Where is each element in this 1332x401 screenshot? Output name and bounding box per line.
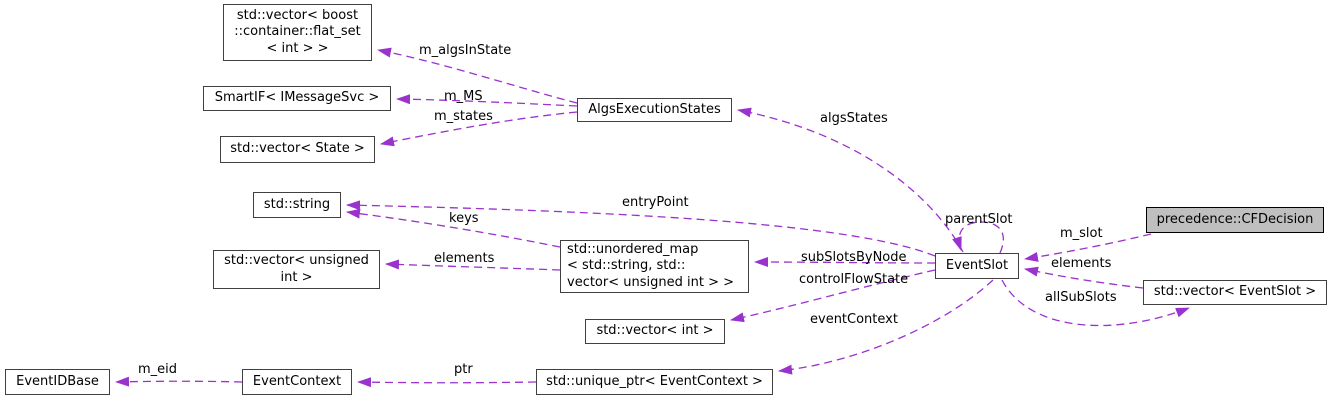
edge-eventcontext xyxy=(778,279,994,375)
edge-label-allsubslots: allSubSlots xyxy=(1045,290,1117,305)
edge-elements-vec xyxy=(1024,266,1144,289)
edge-label-ptr: ptr xyxy=(454,362,473,377)
edge-m-slot xyxy=(1024,233,1152,262)
node-std-vector-boost-flat-set[interactable]: std::vector< boost ::container::flat_set… xyxy=(223,4,372,61)
edge-label-controlflowstate: controlFlowState xyxy=(799,272,909,287)
edge-label-eventcontext: eventContext xyxy=(810,312,898,327)
edge-parentslot-self-loop xyxy=(952,221,1005,254)
edge-label-parentslot: parentSlot xyxy=(945,212,1013,227)
node-event-context[interactable]: EventContext xyxy=(242,369,352,395)
edge-label-m-ms: m_MS xyxy=(444,89,483,104)
edge-label-subslotsbynode: subSlotsByNode xyxy=(801,250,907,265)
edge-label-elements-map: elements xyxy=(434,251,495,266)
node-std-string[interactable]: std::string xyxy=(253,192,341,218)
node-std-vector-int[interactable]: std::vector< int > xyxy=(585,319,725,344)
edge-m-ms xyxy=(396,94,578,107)
edge-subslotsbynode xyxy=(754,257,936,268)
edge-entrypoint xyxy=(346,200,936,257)
edge-keys xyxy=(346,208,561,248)
node-std-unordered-map[interactable]: std::unordered_map < std::string, std:: … xyxy=(560,240,749,293)
edge-elements-map xyxy=(385,259,561,271)
edge-m-states xyxy=(380,111,578,147)
node-std-vector-unsigned-int[interactable]: std::vector< unsigned int > xyxy=(213,250,380,289)
node-std-unique-ptr-event-context[interactable]: std::unique_ptr< EventContext > xyxy=(536,369,773,395)
node-event-slot[interactable]: EventSlot xyxy=(935,253,1019,279)
edge-controlflowstate xyxy=(730,269,936,323)
edge-algsstates xyxy=(737,107,964,253)
edge-label-keys: keys xyxy=(449,211,479,226)
edge-m-eid xyxy=(115,376,243,387)
node-event-id-base[interactable]: EventIDBase xyxy=(5,369,110,395)
edge-ptr xyxy=(357,377,537,388)
edge-label-algsstates: algsStates xyxy=(820,111,888,126)
edge-label-m-slot: m_slot xyxy=(1060,226,1103,241)
node-precedence-cfdecision: precedence::CFDecision xyxy=(1146,207,1324,233)
node-algs-execution-states[interactable]: AlgsExecutionStates xyxy=(577,98,732,122)
node-smartif-imessagesvc[interactable]: SmartIF< IMessageSvc > xyxy=(203,86,391,111)
edge-label-m-algsinstate: m_algsInState xyxy=(419,43,512,58)
node-std-vector-event-slot[interactable]: std::vector< EventSlot > xyxy=(1143,280,1327,305)
edge-label-entrypoint: entryPoint xyxy=(622,195,689,210)
node-std-vector-state[interactable]: std::vector< State > xyxy=(220,136,375,163)
edge-label-m-states: m_states xyxy=(434,109,493,124)
edge-allsubslots xyxy=(1001,279,1190,327)
edge-label-m-eid: m_eid xyxy=(138,362,178,377)
edge-label-elements-vec: elements xyxy=(1051,256,1112,271)
